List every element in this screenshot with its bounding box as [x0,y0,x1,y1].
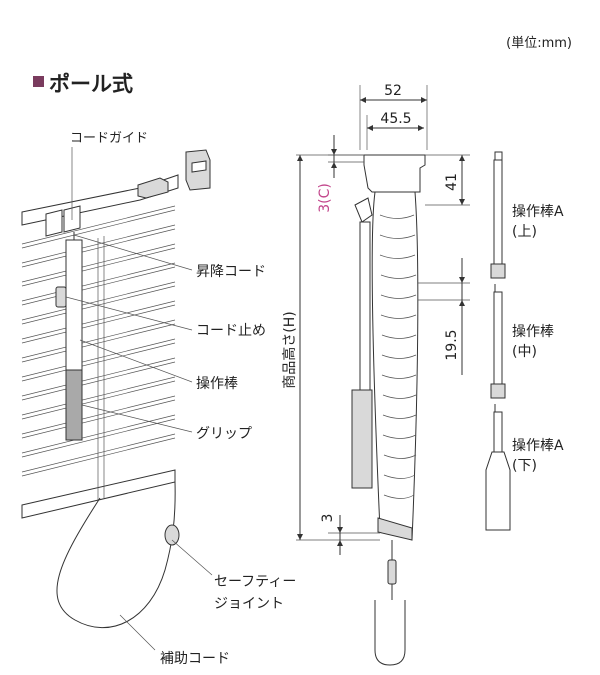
cord-stopper [55,286,67,308]
wand-upper-pos: (上) [512,224,537,240]
wand-middle-pos: (中) [512,344,537,360]
dim-segment: 19.5 [444,329,460,360]
callout-safety-joint-1: セーフティー [214,574,296,590]
wand-parts [485,151,511,531]
unit-label: (単位:mm) [506,35,572,51]
grip [65,369,83,441]
wand-upper-name: 操作棒A [512,204,564,220]
wand [65,239,83,371]
side-slat-stack [371,191,419,541]
callout-safety-joint-2: ジョイント [214,596,284,612]
dim-top-height: 41 [444,173,460,191]
side-head-box [363,154,426,193]
wand-part-middle [493,291,503,385]
callout-leaders [65,147,213,651]
callout-cord-guide: コードガイド [70,131,148,146]
blind-illustration [21,149,211,629]
dim-clearance-c: 3(C) [317,183,333,213]
dim-product-height: 商品高さ(H) [281,311,298,388]
bottom-rail [21,469,176,519]
callout-lift-cord: 昇降コード [196,264,266,280]
dim-width-outer: 52 [384,83,402,99]
callout-cord-stopper: コード止め [196,323,266,339]
wand-part-lower [493,411,503,453]
side-view: 52 45.5 41 [281,83,470,666]
dim-bottom-gap: 3 [320,514,336,523]
section-title: ポール式 [49,72,133,96]
wand-middle-name: 操作棒 [512,324,554,340]
wand-lower-name: 操作棒A [512,438,564,454]
callout-aux-cord: 補助コード [160,651,230,667]
slats [21,205,176,477]
section-marker [33,76,44,87]
wand-lower-pos: (下) [512,458,537,474]
cord-guide [45,209,63,237]
wand-part-upper [493,159,503,265]
callout-wand: 操作棒 [196,376,238,392]
callout-grip: グリップ [196,426,252,442]
head-rail-end-cap [137,177,169,199]
safety-joint [164,524,180,546]
dim-width-inner: 45.5 [380,111,411,127]
